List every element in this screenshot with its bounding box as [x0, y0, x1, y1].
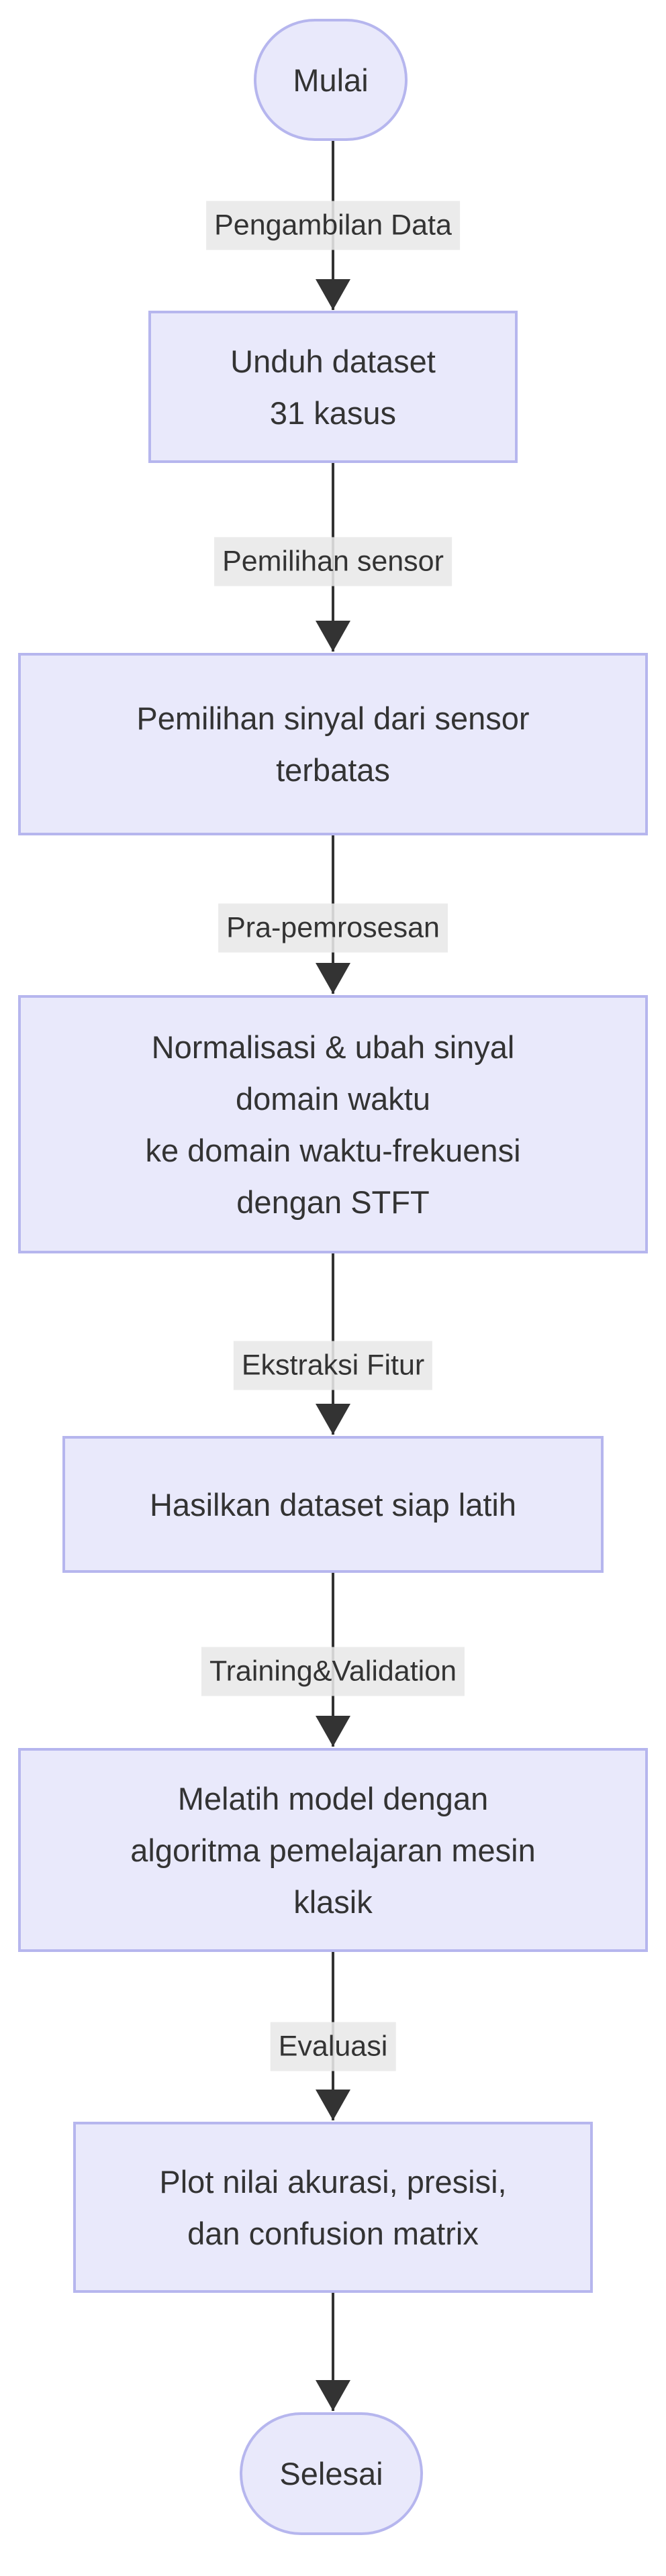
edge-label-training-validation: Training&Validation [201, 1647, 465, 1696]
arrowhead-down-icon-1 [316, 279, 350, 310]
arrowhead-down-icon-3 [316, 963, 350, 994]
node-plot-akurasi: Plot nilai akurasi, presisi, dan confusi… [73, 2122, 593, 2293]
node-unduh-dataset: Unduh dataset 31 kasus [148, 311, 518, 463]
edge-line-7 [332, 2293, 334, 2411]
node-melatih-model: Melatih model dengan algoritma pemelajar… [18, 1748, 648, 1952]
node-mulai-start: Mulai [254, 19, 408, 141]
edge-label-pengambilan-data: Pengambilan Data [206, 201, 460, 250]
node-normalisasi-stft: Normalisasi & ubah sinyal domain waktu k… [18, 995, 648, 1253]
arrowhead-down-icon-2 [316, 621, 350, 652]
arrowhead-down-icon-7 [316, 2380, 350, 2411]
node-selesai-end: Selesai [240, 2412, 423, 2535]
node-hasilkan-dataset: Hasilkan dataset siap latih [62, 1436, 604, 1573]
edge-label-pemilihan-sensor: Pemilihan sensor [214, 537, 452, 586]
edge-label-evaluasi: Evaluasi [270, 2022, 396, 2071]
edge-label-pra-pemrosesan: Pra-pemrosesan [218, 903, 448, 953]
arrowhead-down-icon-4 [316, 1404, 350, 1435]
edge-label-ekstraksi-fitur: Ekstraksi Fitur [233, 1341, 433, 1390]
arrowhead-down-icon-5 [316, 1716, 350, 1747]
node-pemilihan-sinyal: Pemilihan sinyal dari sensor terbatas [18, 653, 648, 835]
arrowhead-down-icon-6 [316, 2090, 350, 2120]
